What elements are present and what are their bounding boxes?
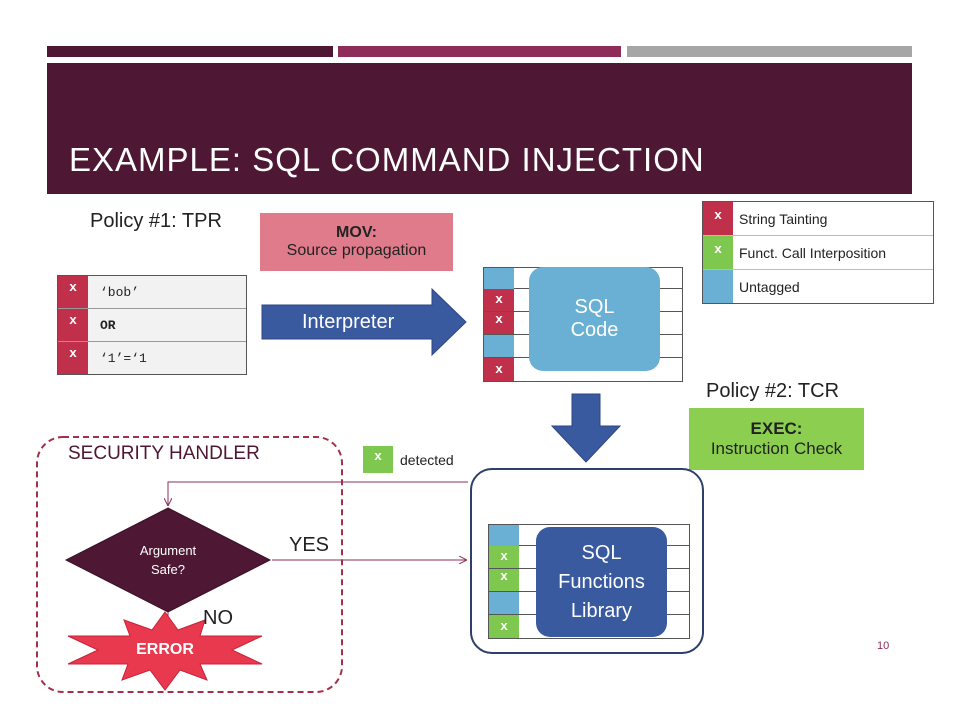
error-label: ERROR (136, 641, 194, 658)
interpreter-arrow (261, 287, 467, 357)
detected-label: detected (400, 452, 454, 468)
down-arrow (550, 393, 622, 463)
policy-2-label: Policy #2: TCR (706, 380, 840, 402)
mov-title: MOV: (336, 224, 377, 241)
mov-desc: Source propagation (286, 242, 427, 259)
sql-code-line: Code (570, 319, 619, 341)
sql-library-line: Library (570, 599, 633, 622)
security-handler-frame (36, 436, 343, 693)
decision-line: Argument (139, 543, 197, 558)
input-string-table: x ‘bob’ x OR x ‘1’=‘1 (57, 275, 247, 375)
security-handler-label: SECURITY HANDLER (68, 443, 260, 464)
sql-code-line: SQL (574, 296, 615, 318)
interpreter-label: Interpreter (302, 311, 395, 333)
legend-swatch-green: x (703, 236, 733, 269)
policy-1-label: Policy #1: TPR (90, 210, 222, 232)
sql-library-row-mark: x (489, 546, 519, 568)
legend-row-untagged: Untagged (703, 270, 933, 303)
legend-table: x String Tainting x Funct. Call Interpos… (702, 201, 934, 304)
input-row: x ‘bob’ (58, 276, 246, 309)
slide-title: EXAMPLE: SQL COMMAND INJECTION (69, 141, 705, 178)
top-bar-plum (47, 46, 333, 57)
input-row: x ‘1’=‘1 (58, 342, 246, 374)
decision-diamond (64, 507, 272, 613)
decision-line: Safe? (151, 562, 185, 577)
feedback-connector (168, 481, 468, 505)
sql-library-table: x x x SQL Functions Library (488, 524, 690, 639)
legend-label-string-tainting: String Tainting (739, 211, 828, 227)
no-label: NO (203, 607, 233, 629)
legend-swatch-red: x (703, 202, 733, 235)
top-bar-magenta (338, 46, 621, 57)
input-row-mark: x (58, 276, 88, 308)
sql-code-table: x x x SQL Code (483, 267, 683, 382)
legend-row-funct-call: x Funct. Call Interposition (703, 236, 933, 270)
input-row-text: ‘1’=‘1 (100, 351, 147, 366)
legend-row-string-tainting: x String Tainting (703, 202, 933, 236)
sql-code-row-mark (484, 335, 514, 357)
sql-library-row-mark: x (489, 615, 519, 638)
input-row-mark: x (58, 342, 88, 374)
sql-library-row-mark: x (489, 569, 519, 591)
legend-swatch-blue (703, 270, 733, 303)
legend-label-untagged: Untagged (739, 279, 800, 295)
sql-code-row-mark: x (484, 312, 514, 334)
sql-code-box: SQL Code (529, 267, 660, 371)
sql-library-line: Functions (558, 570, 645, 593)
exec-desc: Instruction Check (710, 439, 843, 458)
sql-library-box: SQL Functions Library (536, 527, 667, 637)
sql-library-row-mark (489, 592, 519, 614)
decision-label: Argument Safe? (108, 540, 228, 580)
exec-title: EXEC: (750, 419, 803, 438)
input-row-text: ‘bob’ (100, 285, 140, 300)
sql-library-row-mark (489, 525, 519, 546)
input-row: x OR (58, 309, 246, 342)
title-band: EXAMPLE: SQL COMMAND INJECTION (47, 63, 912, 194)
input-row-mark: x (58, 309, 88, 341)
detected-swatch: x (363, 446, 393, 473)
legend-label-funct-call: Funct. Call Interposition (739, 245, 887, 261)
sql-library-line: SQL (581, 541, 622, 564)
exec-box: EXEC: Instruction Check (689, 408, 864, 470)
mov-box: MOV: Source propagation (260, 213, 453, 271)
sql-code-row-mark: x (484, 289, 514, 311)
yes-label: YES (289, 534, 330, 556)
sql-code-row-mark (484, 268, 514, 289)
input-row-text: OR (100, 318, 116, 333)
sql-code-row-mark: x (484, 358, 514, 381)
top-bar-gray (627, 46, 912, 57)
error-burst (67, 611, 263, 691)
page-number: 10 (877, 640, 890, 652)
